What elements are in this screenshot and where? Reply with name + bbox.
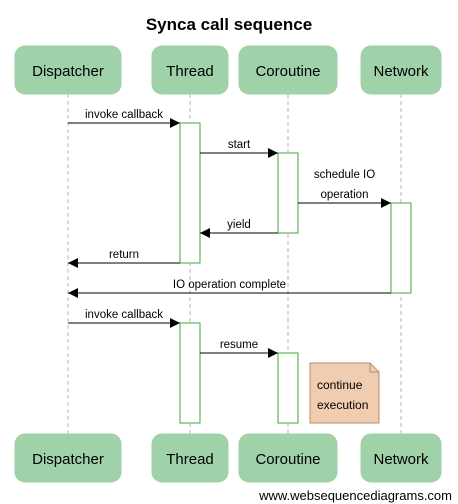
participant-dispatcher-top: Dispatcher	[14, 45, 122, 95]
activation-bars	[179, 122, 412, 424]
message-label: yield	[227, 219, 251, 231]
participant-coroutine-top: Coroutine	[238, 45, 338, 95]
message-label: return	[109, 249, 139, 261]
participant-thread-bottom: Thread	[151, 433, 229, 483]
message-thread-to-coroutine: resume	[200, 339, 278, 358]
message-coroutine-to-thread: yield	[200, 219, 278, 238]
activation-bar-coroutine	[277, 152, 299, 234]
note-text-line: execution	[317, 398, 368, 412]
participant-label: Dispatcher	[32, 63, 104, 80]
participant-box	[151, 45, 229, 95]
participant-network-bottom: Network	[360, 433, 442, 483]
note-fold	[369, 363, 379, 373]
participant-dispatcher-bottom: Dispatcher	[14, 433, 122, 483]
footer-watermark: www.websequencediagrams.com	[258, 488, 452, 503]
message-label: start	[228, 139, 251, 151]
participant-box	[360, 45, 442, 95]
message-label: resume	[220, 339, 258, 351]
participants: DispatcherDispatcherThreadThreadCoroutin…	[14, 45, 442, 483]
note-continue-execution: continue execution	[309, 362, 380, 424]
message-dispatcher-to-thread: invoke callback	[68, 309, 180, 328]
message-label: invoke callback	[85, 109, 163, 121]
messages: invoke callback start schedule IO operation…	[68, 109, 391, 358]
message-coroutine-to-network: schedule IO operation	[298, 169, 391, 208]
message-label: schedule IO	[314, 169, 375, 181]
participant-box	[14, 45, 122, 95]
participant-label: Dispatcher	[32, 451, 104, 468]
message-dispatcher-to-thread: invoke callback	[68, 109, 180, 128]
message-network-to-dispatcher: IO operation complete	[68, 279, 391, 298]
diagram-title: Synca call sequence	[146, 15, 312, 34]
participant-label: Coroutine	[255, 63, 320, 80]
activation-bar-thread	[179, 322, 201, 424]
activation-bar-network	[390, 202, 412, 294]
note: continue execution	[309, 362, 380, 424]
participant-coroutine-bottom: Coroutine	[238, 433, 338, 483]
participant-network-top: Network	[360, 45, 442, 95]
participant-label: Thread	[166, 451, 214, 468]
note-text-line: continue	[317, 378, 363, 392]
participant-box	[151, 433, 229, 483]
activation-bar-thread	[179, 122, 201, 264]
participant-thread-top: Thread	[151, 45, 229, 95]
message-thread-to-dispatcher: return	[68, 249, 180, 268]
participant-label: Coroutine	[255, 451, 320, 468]
activation-bar-coroutine	[277, 352, 299, 424]
participant-box	[238, 433, 338, 483]
message-label: invoke callback	[85, 309, 163, 321]
message-label: IO operation complete	[173, 279, 286, 291]
participant-label: Thread	[166, 63, 214, 80]
note-box	[309, 362, 380, 424]
message-thread-to-coroutine: start	[200, 139, 278, 158]
participant-box	[238, 45, 338, 95]
message-label: operation	[321, 189, 369, 201]
participant-box	[360, 433, 442, 483]
participant-label: Network	[373, 451, 429, 468]
participant-box	[14, 433, 122, 483]
participant-label: Network	[373, 63, 429, 80]
